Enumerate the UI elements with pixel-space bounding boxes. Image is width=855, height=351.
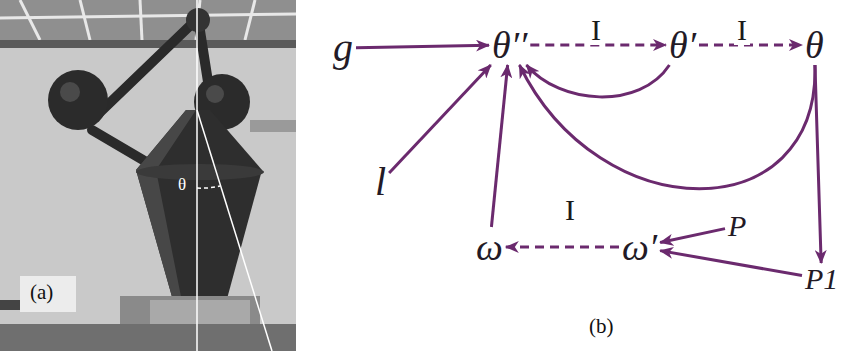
variable-node: ω <box>473 227 506 267</box>
variable-name: ω′ <box>622 226 657 268</box>
dependency-arrow <box>815 65 821 263</box>
variable-name: θ′′ <box>492 24 527 66</box>
dependency-arrow <box>660 229 725 243</box>
edge-label: I <box>588 15 604 45</box>
dependency-arrow <box>519 65 815 189</box>
dependency-arrow <box>491 65 507 227</box>
edge-label: I <box>562 195 578 225</box>
variable-node: θ′ <box>666 25 699 65</box>
variable-name: ω <box>476 226 503 268</box>
edge-label: I <box>734 15 750 45</box>
angle-label: θ <box>178 176 186 193</box>
dependency-arrow <box>389 65 491 173</box>
variable-name: P1 <box>805 262 838 295</box>
variable-node: θ <box>802 25 827 65</box>
variable-node: g <box>330 27 356 69</box>
dependency-arrow <box>526 65 669 97</box>
dependency-arrow <box>660 251 802 276</box>
variable-name: θ <box>805 24 824 66</box>
variable-node: θ′′ <box>489 25 530 65</box>
panel-label: (b) <box>589 316 614 337</box>
variable-name: P <box>728 209 746 242</box>
variable-node: l <box>372 161 389 203</box>
integration-arrow <box>699 44 802 47</box>
variable-name: g <box>333 25 353 70</box>
integration-arrow <box>506 246 619 249</box>
variable-name: θ′ <box>669 24 696 66</box>
variable-name: l <box>375 159 386 204</box>
panel-label: (a) <box>30 282 53 303</box>
variable-node: P1 <box>802 263 841 295</box>
variable-node: P <box>725 210 749 242</box>
variable-node: ω′ <box>619 227 660 267</box>
dependency-arrow <box>356 45 489 47</box>
